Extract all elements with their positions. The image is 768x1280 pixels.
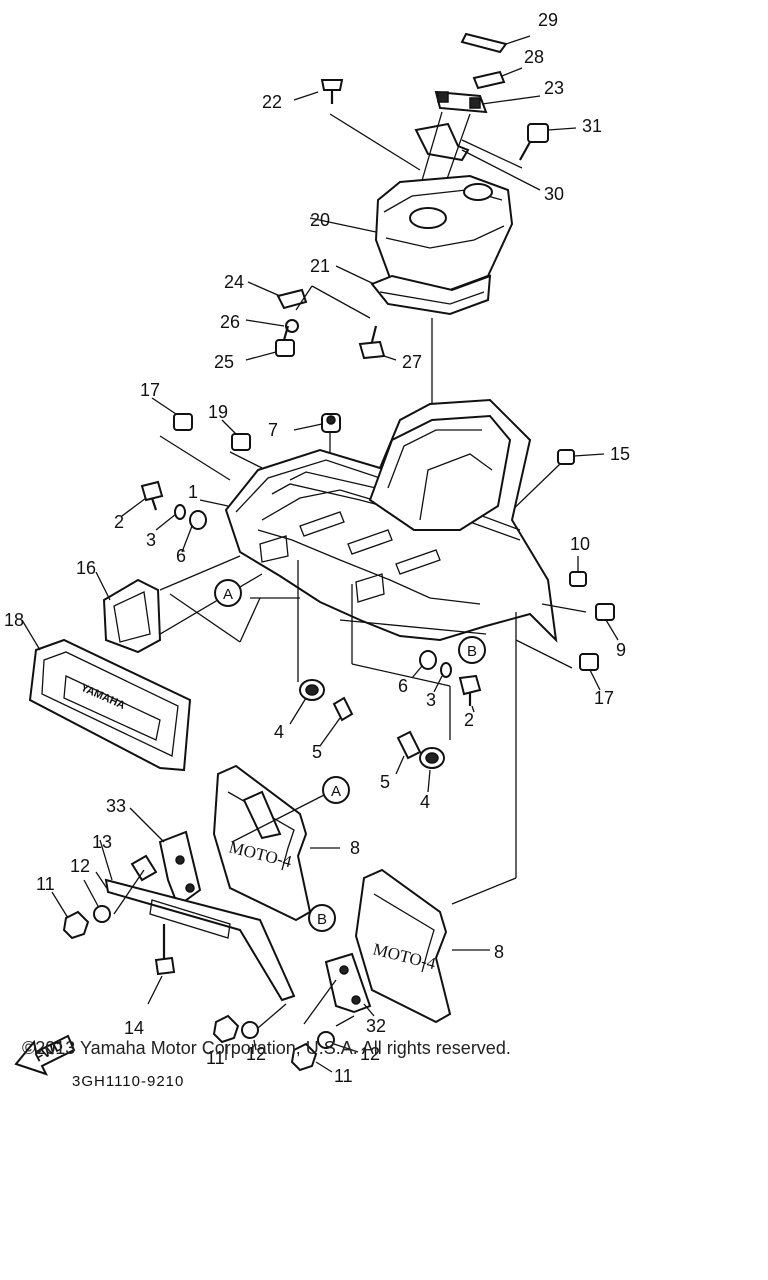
part-label: 12 bbox=[246, 1044, 266, 1064]
svg-text:B: B bbox=[317, 911, 327, 928]
grommets-and-collars bbox=[289, 650, 482, 793]
part-label: 15 bbox=[610, 444, 630, 464]
callout-a-lower: A bbox=[322, 776, 350, 804]
part-label: 11 bbox=[36, 874, 55, 894]
part-label: 12 bbox=[70, 856, 90, 876]
svg-text:A: A bbox=[223, 586, 233, 603]
part-label: 8 bbox=[350, 838, 360, 858]
part-label: 11 bbox=[334, 1066, 353, 1086]
part-label: 32 bbox=[366, 1016, 386, 1036]
part-label: 6 bbox=[398, 676, 408, 696]
flap-stay-bracket bbox=[51, 807, 375, 1073]
part-label: 12 bbox=[360, 1044, 380, 1064]
part-label: 14 bbox=[124, 1018, 144, 1038]
part-label: 5 bbox=[312, 742, 322, 762]
part-label: 10 bbox=[570, 534, 590, 554]
part-label: 20 bbox=[310, 210, 330, 230]
callout-a-upper: A bbox=[214, 579, 242, 607]
reflector-and-emblem: YAMAHA bbox=[21, 571, 192, 772]
part-label: 16 bbox=[76, 558, 96, 578]
mud-flap-left: MOTO-4 bbox=[212, 764, 340, 922]
part-label: 21 bbox=[310, 256, 330, 276]
part-label: 19 bbox=[208, 402, 228, 422]
part-label: 4 bbox=[274, 722, 284, 742]
part-label: 17 bbox=[140, 380, 160, 400]
part-label: 6 bbox=[176, 546, 186, 566]
copyright-notice: ©2013 Yamaha Motor Corporation, U.S.A. A… bbox=[22, 1038, 511, 1058]
part-label: 23 bbox=[544, 78, 564, 98]
part-label: 9 bbox=[616, 640, 626, 660]
part-number-labels: 29 28 23 22 31 30 20 21 24 26 25 27 17 1… bbox=[4, 10, 630, 1086]
meter-cover-assembly bbox=[245, 32, 577, 432]
part-label: 28 bbox=[524, 47, 544, 67]
part-label: 33 bbox=[106, 796, 126, 816]
part-label: 2 bbox=[464, 710, 474, 730]
part-label: 3 bbox=[426, 690, 436, 710]
part-label: 29 bbox=[538, 10, 558, 30]
drawing-code: 3GH1110-9210 bbox=[72, 1073, 184, 1090]
svg-text:A: A bbox=[331, 783, 341, 800]
part-label: 3 bbox=[146, 530, 156, 550]
part-label: 8 bbox=[494, 942, 504, 962]
part-label: 31 bbox=[582, 116, 602, 136]
part-label: 1 bbox=[188, 482, 198, 502]
part-label: 18 bbox=[4, 610, 24, 630]
exploded-parts-diagram: YAMAHA MOTO-4 MOTO-4 bbox=[4, 10, 630, 1090]
callout-b-upper: B bbox=[458, 636, 486, 664]
part-label: 30 bbox=[544, 184, 564, 204]
part-label: 25 bbox=[214, 352, 234, 372]
part-label: 13 bbox=[92, 832, 112, 852]
part-label: 2 bbox=[114, 512, 124, 532]
mud-flap-right: MOTO-4 bbox=[354, 868, 490, 1024]
part-label: 26 bbox=[220, 312, 240, 332]
callout-b-lower: B bbox=[308, 904, 336, 932]
part-label: 27 bbox=[402, 352, 422, 372]
part-label: 22 bbox=[262, 92, 282, 112]
part-label: 11 bbox=[206, 1048, 225, 1068]
part-label: 17 bbox=[594, 688, 614, 708]
part-label: 7 bbox=[268, 420, 278, 440]
part-label: 5 bbox=[380, 772, 390, 792]
svg-text:B: B bbox=[467, 643, 477, 660]
front-fender bbox=[121, 397, 619, 905]
part-label: 4 bbox=[420, 792, 430, 812]
part-label: 24 bbox=[224, 272, 244, 292]
